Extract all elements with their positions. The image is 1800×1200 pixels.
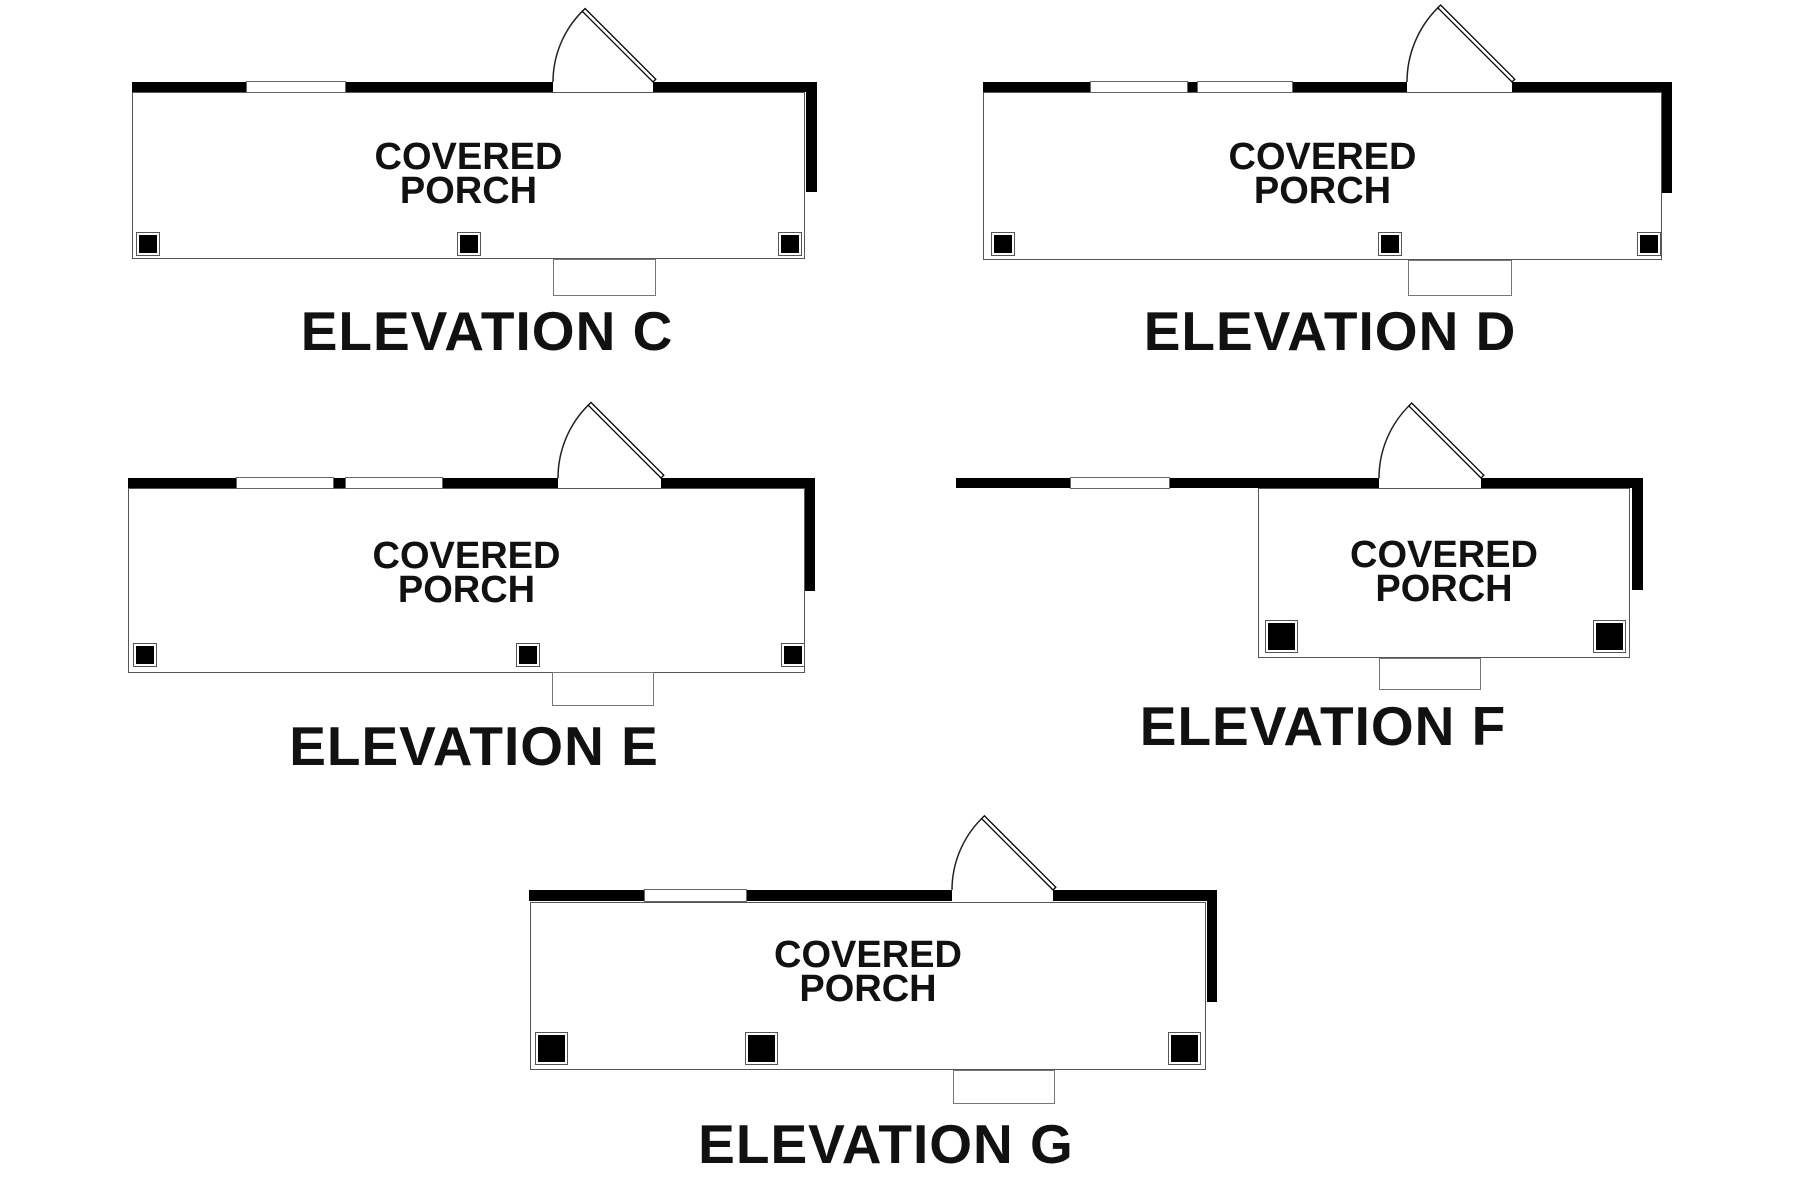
porch-post [1265,620,1298,653]
porch-outline [530,902,1206,1070]
porch-step [552,672,654,706]
door-swing-icon [552,7,657,83]
door-swing-icon [1378,402,1485,479]
door-opening [1379,478,1481,488]
side-wall [806,82,817,192]
window [644,889,747,902]
porch-post [457,232,481,256]
front-wall [956,478,1643,488]
porch-step [953,1070,1055,1104]
elevation-title: ELEVATION D [1143,300,1517,362]
porch-outline [983,92,1662,260]
porch-post [516,643,540,667]
window [345,477,443,489]
porch-post [1168,1032,1201,1065]
porch-label-line1: COVERED [372,535,561,577]
porch-post [1378,232,1402,256]
porch-post [778,232,802,256]
side-wall [1207,890,1217,1002]
door-arc [552,10,583,83]
door-swing-icon [1406,4,1516,83]
porch-label-line1: COVERED [774,934,962,976]
porch-outline [132,92,805,259]
side-wall [805,478,815,591]
door-swing-icon [557,401,665,479]
porch-label: COVERED PORCH [132,138,805,210]
porch-label-line2: PORCH [799,968,937,1010]
side-wall [1662,82,1672,193]
porch-post [133,643,157,667]
window [236,477,334,489]
door-leaf [581,7,657,83]
side-wall [1632,478,1643,590]
porch-outline [1258,488,1630,658]
elevation-title: ELEVATION F [1139,695,1507,757]
front-wall [132,82,817,92]
door-leaf [587,401,665,479]
window [246,81,346,93]
porch-label: COVERED PORCH [983,138,1662,210]
porch-post [535,1032,568,1065]
porch-label-line2: PORCH [1253,170,1392,212]
door-opening [553,82,653,92]
porch-label: COVERED PORCH [1258,536,1630,608]
door-arc [1406,7,1439,83]
porch-label-line1: COVERED [1350,534,1538,576]
porch-outline [128,488,805,673]
door-opening [558,478,661,488]
porch-label-line2: PORCH [1375,568,1513,610]
door-opening [952,890,1053,901]
door-opening [1407,82,1512,92]
door-leaf [1407,402,1485,479]
elevation-title: ELEVATION C [300,300,674,362]
door-arc [1378,405,1410,479]
porch-post [781,643,805,667]
door-arc [557,404,589,479]
front-wall [128,478,815,488]
porch-label: COVERED PORCH [128,537,805,609]
window [1090,81,1188,93]
porch-post [745,1032,778,1065]
window [1197,81,1293,93]
door-leaf [1436,4,1516,83]
elevation-title: ELEVATION E [289,715,659,777]
door-swing-icon [951,814,1057,891]
porch-label-line1: COVERED [374,136,563,178]
porch-step [553,259,656,296]
porch-label-line1: COVERED [1228,136,1417,178]
porch-post [1637,232,1661,256]
door-leaf [980,814,1057,891]
porch-post [136,232,160,256]
front-wall [983,82,1672,92]
porch-step [1379,658,1481,690]
porch-post [991,232,1015,256]
elevation-title: ELEVATION G [698,1113,1074,1175]
front-wall [529,890,1217,901]
porch-label: COVERED PORCH [530,936,1206,1008]
door-arc [951,818,983,891]
porch-label-line2: PORCH [399,170,538,212]
window [1070,477,1170,489]
porch-post [1593,620,1626,653]
porch-step [1408,260,1512,296]
porch-label-line2: PORCH [397,569,536,611]
